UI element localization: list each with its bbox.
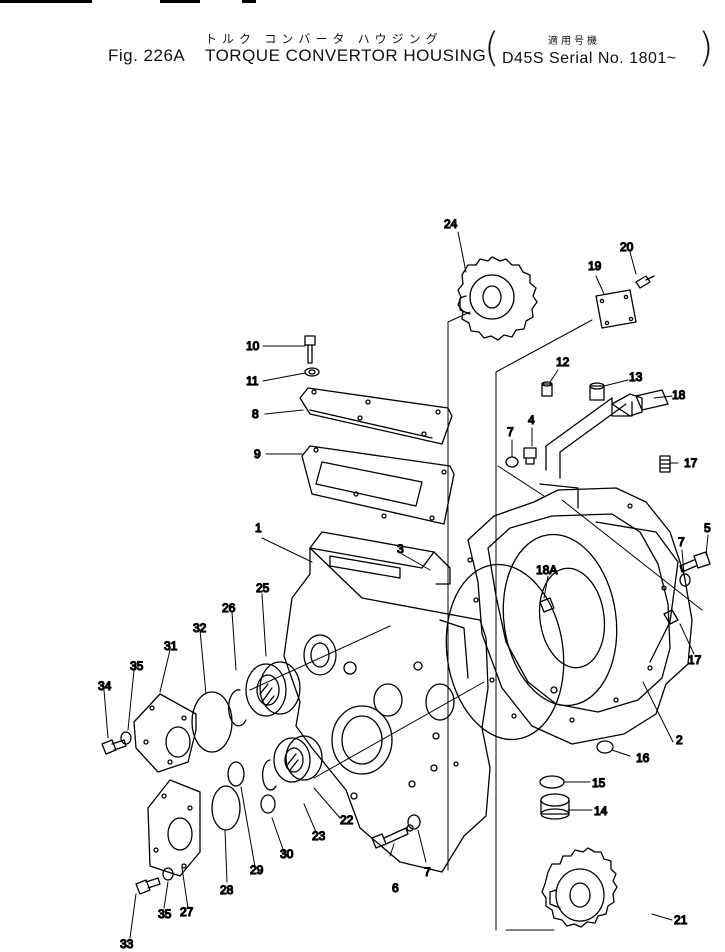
callout-1: 1 [255,521,262,535]
assembly-lines [249,311,703,931]
o-ring-30 [260,794,276,814]
bolt-34 [101,739,127,755]
o-ring-15 [539,775,565,789]
cover-plate [595,289,637,329]
callout-24: 24 [444,217,458,231]
callout-20: 20 [620,240,634,254]
callout-23: 23 [312,829,326,843]
bolt-33 [135,877,161,895]
snap-ring-26 [227,689,247,727]
cover-27 [147,779,201,877]
callout-34: 34 [98,679,112,693]
callout-8: 8 [252,407,259,421]
serial-range: D45S Serial No. 1801~ [502,50,677,67]
bolt-6 [371,827,409,849]
callout-27: 27 [180,905,194,919]
callout-18a: 18A [536,563,557,577]
callout-32: 32 [193,621,207,635]
converter-housing [467,483,693,745]
close-paren: ) [698,25,714,71]
washer-7-upper [505,456,519,468]
top-edge-mark-2 [160,0,200,3]
callout-6: 6 [392,881,399,895]
pipe-assembly [545,389,669,479]
gasket-9 [301,445,455,525]
figure-number: Fig. 226A [108,46,186,65]
snap-ring-23 [261,759,277,791]
callout-3: 3 [397,542,404,556]
washer-7-right [679,573,691,587]
top-edge-mark-3 [242,0,256,3]
callout-35-upper: 35 [130,659,144,673]
callout-12: 12 [556,355,570,369]
o-ring-16 [596,740,614,754]
plug-17-lower [663,609,679,625]
washer-11 [304,367,320,377]
cover-8 [299,387,453,445]
japanese-title: トルク コンバータ ハウジング [205,32,443,46]
callout-19: 19 [588,259,602,273]
fitting-13 [589,382,605,401]
transmission-case [283,531,491,873]
callout-33: 33 [120,937,134,951]
bearing-22 [273,735,323,783]
plug-14 [540,793,570,820]
callout-7-right: 7 [678,535,685,549]
bolt-4 [523,447,537,465]
leader-lines [103,231,709,939]
callout-13: 13 [629,370,643,384]
o-ring-29 [227,761,245,787]
cover-bolt [635,275,655,289]
japanese-usage-label: 適用号機 [548,36,600,47]
callout-15: 15 [592,776,606,790]
callout-17-lower: 17 [688,653,702,667]
page-title: TORQUE CONVERTOR HOUSING [205,46,487,65]
callout-7-lower: 7 [424,865,431,879]
callout-2: 2 [676,733,683,747]
washer-35-upper [120,731,132,745]
top-edge-mark-1 [0,0,92,3]
o-ring-32 [191,691,233,753]
callout-11: 11 [246,374,259,388]
lower-gear [541,847,618,928]
callout-21: 21 [674,913,688,927]
washer-7-lower [407,814,421,830]
plug-17-upper [659,455,671,473]
plug-18a [539,597,555,613]
callout-18: 18 [672,388,686,402]
plug-12 [541,381,553,397]
bolt-10 [304,335,316,364]
callout-35-lower: 35 [158,907,172,921]
callout-14: 14 [594,804,608,818]
washer-35-lower [162,867,174,881]
callout-28: 28 [220,883,234,897]
callout-31: 31 [164,639,178,653]
callout-26: 26 [222,601,236,615]
o-ring-28 [211,785,241,831]
callout-16: 16 [636,751,650,765]
callout-25: 25 [256,581,270,595]
open-paren: ( [484,25,500,71]
callout-4: 4 [528,413,535,427]
callout-29: 29 [250,863,264,877]
bearing-25 [245,661,301,717]
callout-17-upper: 17 [684,456,698,470]
callout-9: 9 [254,447,261,461]
callout-30: 30 [280,847,294,861]
cover-31 [133,693,197,773]
callout-5: 5 [704,521,711,535]
callout-22: 22 [340,813,354,827]
upper-gear [457,256,538,341]
callout-7-upper: 7 [507,425,514,439]
bolt-5 [679,551,711,573]
callout-10: 10 [246,339,260,353]
